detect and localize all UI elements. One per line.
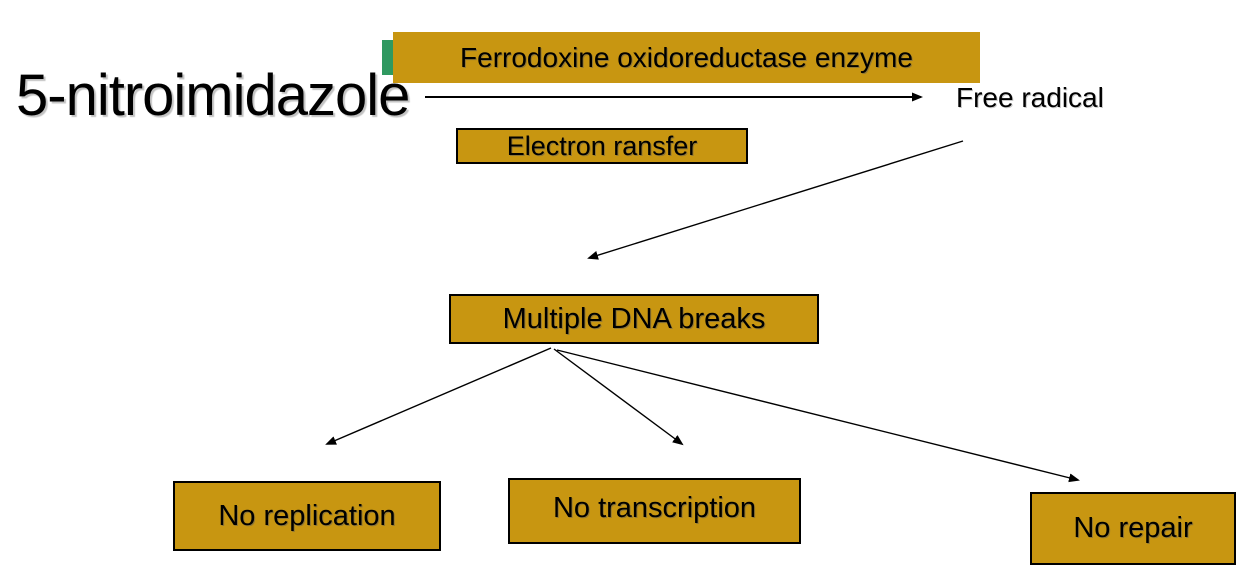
arrow-dna-breaks-to-no-repair [556, 349, 1080, 483]
node-no-repair: No repair [1030, 492, 1236, 565]
node-5-nitroimidazole: 5-nitroimidazole [16, 63, 410, 128]
arrow-dna-breaks-to-no-replication [325, 347, 552, 445]
node-no-transcription: No transcription [508, 478, 801, 544]
node-free-radical: Free radical [956, 82, 1104, 113]
node-ferrodoxine-enzyme: Ferrodoxine oxidoreductase enzyme [393, 32, 980, 83]
node-electron-transfer: Electron ransfer [456, 128, 748, 164]
node-multiple-dna-breaks: Multiple DNA breaks [449, 294, 819, 344]
arrow-dna-breaks-to-no-transcription [553, 348, 684, 446]
node-no-replication: No replication [173, 481, 441, 551]
